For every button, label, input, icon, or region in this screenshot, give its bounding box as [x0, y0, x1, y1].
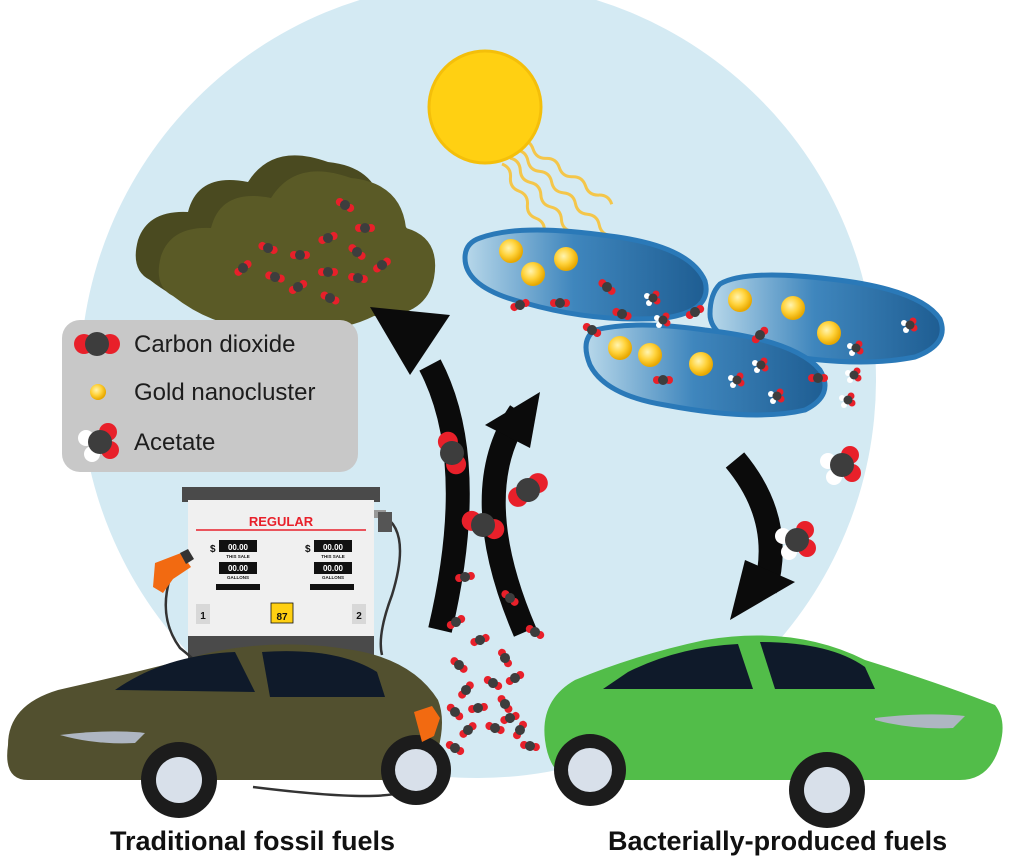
emission-arrow — [370, 307, 470, 633]
gold-nanocluster-icon — [90, 384, 106, 400]
bacterial-fuel-car — [544, 635, 1003, 828]
legend-label-gold: Gold nanocluster — [134, 379, 315, 406]
fossil-fuel-car — [7, 644, 451, 818]
pump-gallons-caption-right: GALLONS — [322, 575, 344, 580]
pump-sale-caption-left: THIS SALE — [226, 554, 250, 559]
pump-gallons-value-left: 00.00 — [228, 564, 249, 573]
pump-sale-display-right — [314, 540, 352, 552]
gold-nanoclusters — [499, 239, 841, 376]
pump-sale-caption-right: THIS SALE — [321, 554, 345, 559]
pump-currency-left: $ — [210, 544, 216, 555]
pump-sale-value-left: 00.00 — [228, 543, 249, 552]
pump-sale-display-left — [219, 540, 257, 552]
pump-grade-label: REGULAR — [249, 514, 314, 529]
co2-cloud — [135, 155, 436, 330]
caption-traditional-fuels: Traditional fossil fuels — [110, 826, 396, 856]
legend-label-co2: Carbon dioxide — [134, 331, 295, 358]
gas-pump: REGULAR $ 00.00 THIS SALE 00.00 GALLONS … — [182, 487, 386, 660]
caption-bacterial-fuels: Bacterially-produced fuels — [608, 826, 948, 856]
pump-currency-right: $ — [305, 544, 311, 555]
octane-value: 87 — [276, 612, 288, 623]
pump-sale-value-right: 00.00 — [323, 543, 344, 552]
co2-molecule-icon — [74, 332, 120, 356]
pump-number-right: 2 — [356, 611, 362, 622]
pump-number-left: 1 — [200, 611, 206, 622]
legend-label-acetate: Acetate — [134, 429, 215, 456]
legend-box: Carbon dioxide Gold nanocluster Acetate — [62, 320, 358, 472]
octane-badge — [270, 602, 294, 624]
acetate-to-car-arrow — [725, 452, 795, 620]
pump-gallons-value-right: 00.00 — [323, 564, 344, 573]
pump-gallons-caption-left: GALLONS — [227, 575, 249, 580]
sun-icon — [427, 49, 543, 165]
